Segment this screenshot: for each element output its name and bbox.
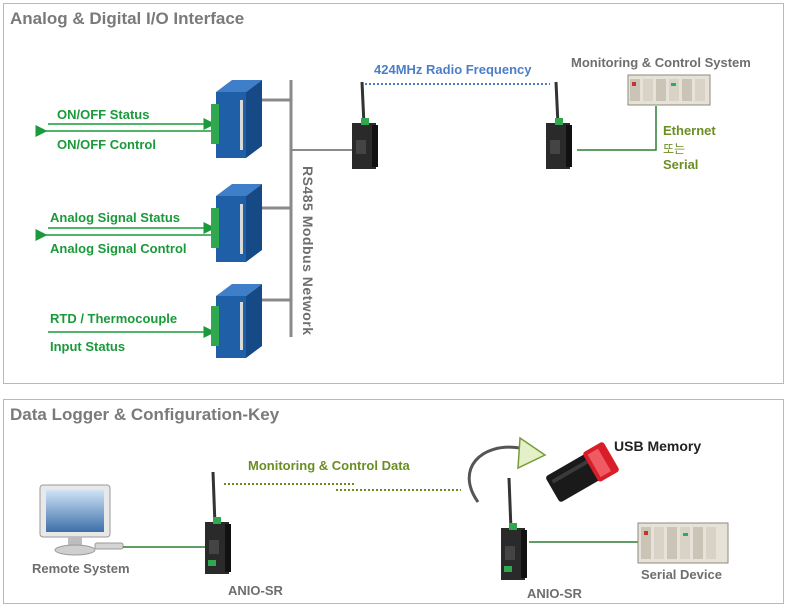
remote-system-label: Remote System	[32, 561, 130, 576]
io-panel-title: Analog & Digital I/O Interface	[10, 9, 245, 28]
ethernet-label: Ethernet	[663, 123, 716, 138]
data-logger-panel: Data Logger & Configuration-Key	[3, 399, 784, 604]
signal-arrows	[35, 118, 216, 338]
usb-memory-stick	[546, 442, 619, 502]
radio-modem-bottom-left	[205, 471, 231, 574]
io-interface-panel: Analog & Digital I/O Interface	[3, 3, 784, 384]
io-module-2	[211, 184, 262, 262]
serial-label: Serial	[663, 157, 699, 172]
curved-arrow	[467, 436, 547, 503]
rs485-bus	[260, 80, 352, 337]
input-status-label: Input Status	[50, 339, 126, 354]
analog-control-label: Analog Signal Control	[50, 241, 187, 256]
onoff-status-label: ON/OFF Status	[57, 107, 150, 122]
rs485-network-label: RS485 Modbus Network	[300, 166, 316, 336]
remote-system-monitor	[39, 484, 124, 556]
io-module-1	[211, 80, 262, 158]
anio-sr-left-label: ANIO-SR	[228, 583, 283, 598]
anio-sr-right-label: ANIO-SR	[527, 586, 582, 601]
or-label: 또는	[663, 142, 686, 156]
rtd-label: RTD / Thermocouple	[50, 311, 178, 326]
radio-modem-bottom-right	[501, 477, 527, 580]
serial-device-label: Serial Device	[641, 567, 722, 582]
usb-memory-label: USB Memory	[614, 438, 702, 454]
onoff-control-label: ON/OFF Control	[57, 137, 156, 152]
ethernet-serial-line	[577, 106, 657, 151]
radio-modem-top-left	[352, 81, 378, 169]
io-module-3	[211, 284, 262, 358]
monitoring-data-label: Monitoring & Control Data	[248, 458, 410, 473]
plc-monitoring-system	[627, 74, 711, 106]
radio-modem-top-right	[546, 81, 572, 169]
analog-status-label: Analog Signal Status	[50, 210, 181, 225]
logger-panel-title: Data Logger & Configuration-Key	[10, 405, 280, 424]
radio-frequency-label: 424MHz Radio Frequency	[374, 62, 532, 77]
plc-serial-device	[637, 522, 729, 564]
monitoring-system-label: Monitoring & Control System	[571, 55, 751, 70]
